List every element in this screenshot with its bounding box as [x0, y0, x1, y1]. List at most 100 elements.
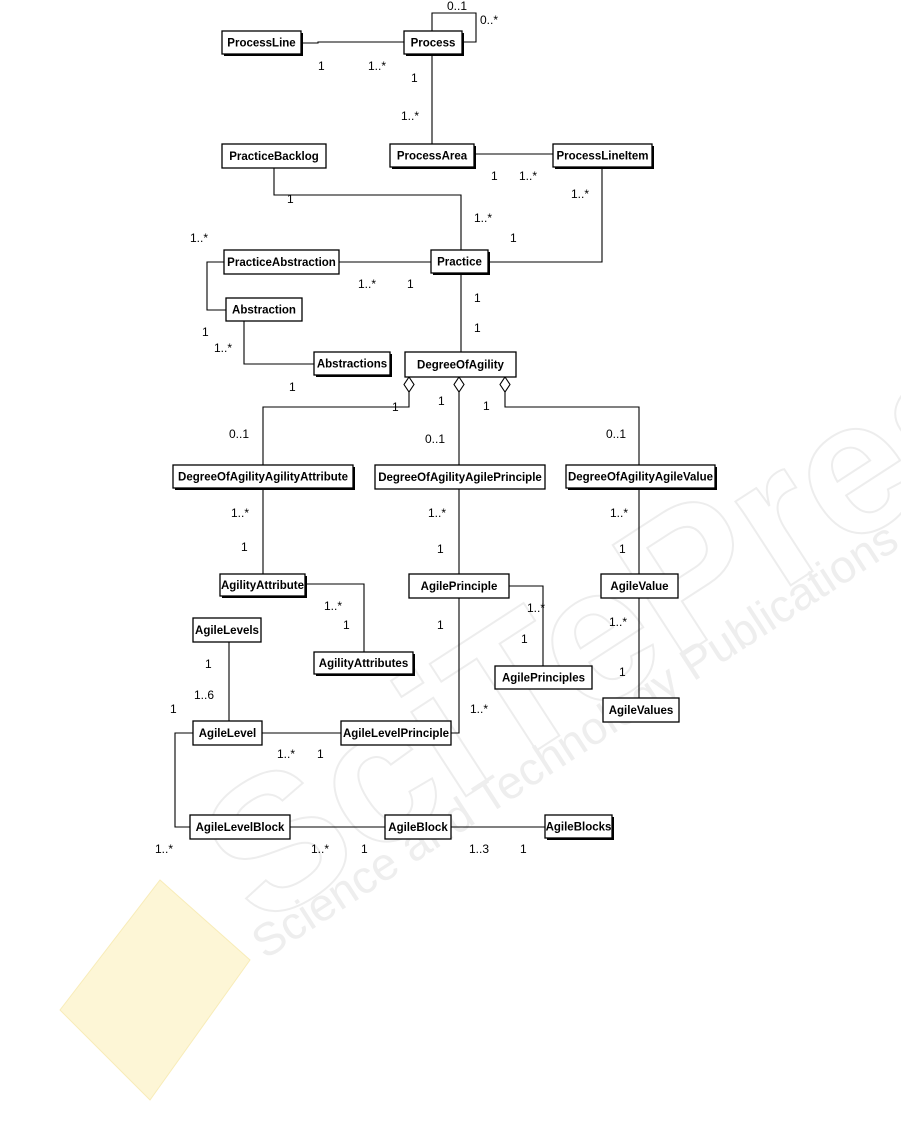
class-label: AgileLevelPrinciple — [343, 728, 449, 740]
class-agilelevels: AgileLevels — [192, 617, 262, 643]
class-agilevalue: AgileValue — [600, 573, 679, 599]
multiplicity: 1 — [474, 321, 481, 335]
multiplicity: 0..1 — [425, 432, 445, 446]
multiplicity: 1..3 — [469, 842, 489, 856]
class-agileblock: AgileBlock — [384, 814, 452, 840]
multiplicity: 0..1 — [447, 0, 467, 13]
class-agileprinciples: AgilePrinciples — [494, 665, 593, 690]
multiplicity: 1..* — [190, 231, 208, 245]
class-label: PracticeBacklog — [229, 151, 319, 163]
class-label: Abstraction — [232, 305, 296, 317]
aggregation-diamond-attribute — [403, 376, 415, 393]
multiplicity: 1 — [491, 169, 498, 183]
multiplicity: 1 — [619, 665, 626, 679]
multiplicity: 1..* — [519, 169, 537, 183]
class-label: AgileLevelBlock — [196, 822, 285, 834]
multiplicity: 1..* — [610, 506, 628, 520]
class-practiceabstraction: PracticeAbstraction — [223, 249, 340, 275]
multiplicity: 1 — [520, 842, 527, 856]
multiplicity: 1 — [287, 192, 294, 206]
class-label: ProcessLineItem — [556, 151, 648, 163]
multiplicity: 1 — [202, 325, 209, 339]
class-label: DegreeOfAgilityAgilityAttribute — [178, 472, 348, 484]
class-label: Abstractions — [317, 359, 387, 371]
multiplicity: 1..* — [358, 277, 376, 291]
multiplicity: 1..* — [470, 702, 488, 716]
class-degreeofagility-agile-principle: DegreeOfAgilityAgilePrinciple — [374, 464, 546, 490]
association-lines — [174, 12, 640, 828]
multiplicity: 1 — [289, 380, 296, 394]
multiplicity: 1 — [241, 540, 248, 554]
multiplicity: 1 — [619, 542, 626, 556]
class-label: AgileValue — [610, 581, 668, 593]
class-label: DegreeOfAgility — [417, 360, 505, 372]
multiplicity: 1 — [437, 542, 444, 556]
class-label: AgileLevels — [195, 625, 259, 637]
class-label: DegreeOfAgilityAgileValue — [568, 472, 713, 484]
class-practicebacklog: PracticeBacklog — [221, 143, 327, 169]
class-label: ProcessArea — [397, 151, 468, 163]
multiplicity: 1..* — [474, 211, 492, 225]
class-label: PracticeAbstraction — [227, 257, 336, 269]
multiplicity: 1..* — [609, 615, 627, 629]
class-processline: ProcessLine — [221, 30, 303, 56]
class-abstractions: Abstractions — [313, 351, 392, 377]
class-processarea: ProcessArea — [389, 143, 476, 169]
class-degreeofagility-agile-value: DegreeOfAgilityAgileValue — [565, 464, 717, 490]
class-label: Process — [411, 38, 456, 50]
multiplicity: 1 — [361, 842, 368, 856]
class-abstraction: Abstraction — [225, 297, 303, 322]
class-label: AgileLevel — [199, 728, 257, 740]
multiplicity: 1 — [521, 632, 528, 646]
class-agilelevelprinciple: AgileLevelPrinciple — [340, 720, 452, 746]
multiplicity: 1..6 — [194, 688, 214, 702]
multiplicity: 1 — [438, 394, 445, 408]
class-degreeofagility: DegreeOfAgility — [404, 351, 517, 378]
aggregation-diamond-value — [499, 376, 511, 393]
multiplicity: 1..* — [368, 59, 386, 73]
class-label: ProcessLine — [227, 38, 295, 50]
class-processlineitem: ProcessLineItem — [552, 143, 654, 169]
watermark-logo — [59, 879, 251, 1101]
multiplicity: 1 — [392, 400, 399, 414]
multiplicity: 1 — [483, 399, 490, 413]
class-agileblocks: AgileBlocks — [544, 814, 614, 840]
multiplicity: 1 — [343, 618, 350, 632]
multiplicity: 1..* — [231, 506, 249, 520]
multiplicity: 1 — [170, 702, 177, 716]
multiplicity: 1 — [411, 71, 418, 85]
multiplicity: 1 — [407, 277, 414, 291]
class-label: Practice — [437, 257, 482, 269]
class-agileprinciple: AgilePrinciple — [408, 573, 510, 599]
aggregation-diamonds — [403, 376, 511, 393]
class-boxes: ProcessLine Process PracticeBacklog Proc… — [172, 30, 717, 840]
class-agilityattribute: AgilityAttribute — [219, 573, 307, 598]
multiplicity: 1..* — [155, 842, 173, 856]
multiplicity: 1 — [318, 59, 325, 73]
class-degreeofagility-agility-attribute: DegreeOfAgilityAgilityAttribute — [172, 464, 355, 490]
class-label: AgileBlocks — [546, 822, 612, 834]
multiplicity: 0..* — [480, 13, 498, 27]
multiplicity: 1..* — [214, 341, 232, 355]
multiplicity: 1 — [510, 231, 517, 245]
multiplicity: 1..* — [277, 747, 295, 761]
multiplicity-labels: 0..1 0..* 1 1..* 1 1..* 1 1..* 1..* 1 1.… — [155, 0, 628, 856]
class-label: AgilityAttribute — [221, 580, 304, 592]
multiplicity: 0..1 — [606, 427, 626, 441]
aggregation-diamond-principle — [453, 376, 465, 393]
class-label: AgileValues — [609, 705, 674, 717]
multiplicity: 1 — [474, 291, 481, 305]
multiplicity: 1..* — [527, 601, 545, 615]
class-label: DegreeOfAgilityAgilePrinciple — [378, 472, 542, 484]
class-label: AgileBlock — [388, 822, 448, 834]
multiplicity: 1..* — [324, 599, 342, 613]
multiplicity: 1 — [205, 657, 212, 671]
multiplicity: 1..* — [571, 187, 589, 201]
class-practice: Practice — [430, 249, 490, 275]
class-label: AgilityAttributes — [319, 658, 408, 670]
class-label: AgilePrinciple — [421, 581, 498, 593]
multiplicity: 1..* — [401, 109, 419, 123]
multiplicity: 0..1 — [229, 427, 249, 441]
class-process: Process — [403, 30, 464, 56]
multiplicity: 1 — [437, 618, 444, 632]
